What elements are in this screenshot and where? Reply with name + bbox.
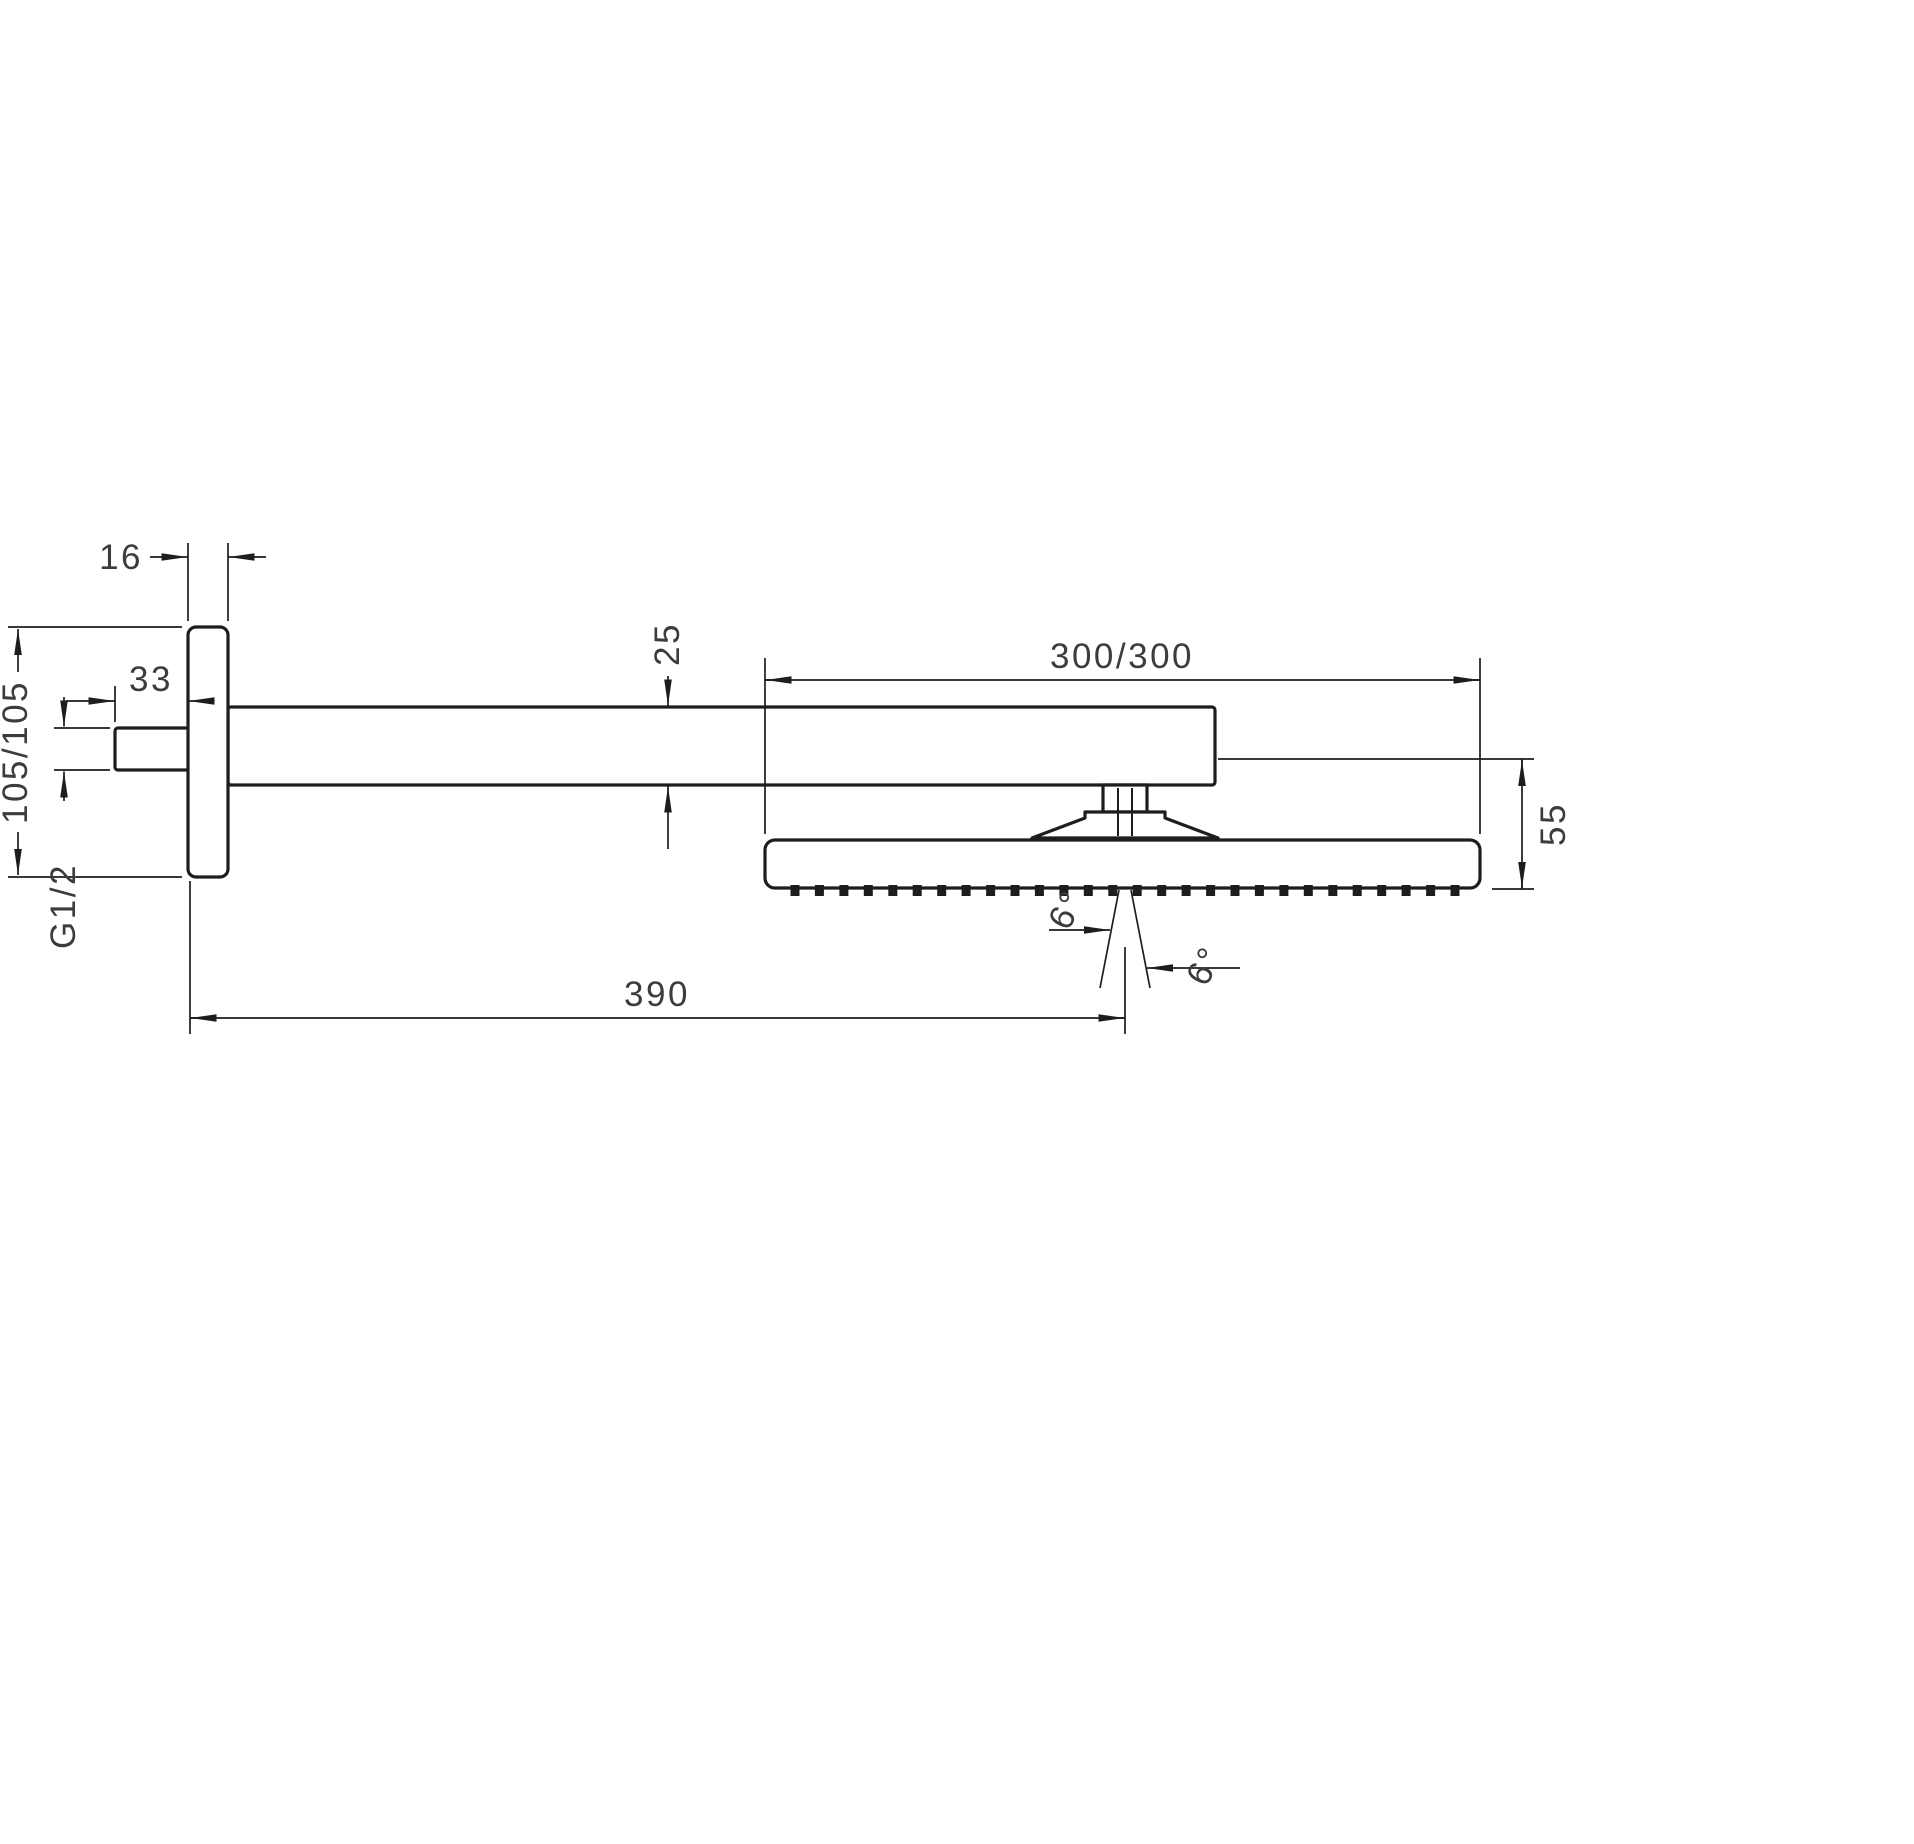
- nozzle-dot: [814, 885, 824, 896]
- nozzle-dot: [1034, 885, 1044, 896]
- ball-joint: [1030, 783, 1220, 840]
- dim-33-label: 33: [129, 660, 173, 699]
- nozzle-dot: [1108, 885, 1118, 896]
- dim-105-label: 105/105: [0, 680, 35, 824]
- dim-55: 55: [1218, 758, 1573, 890]
- nozzle-dot: [1230, 885, 1240, 896]
- nozzle-dot: [888, 885, 898, 896]
- dim-33: 33: [66, 660, 215, 722]
- dim-300: 300/300: [764, 637, 1481, 834]
- nozzle-dot: [1450, 885, 1460, 896]
- dim-390: 390: [189, 881, 1126, 1034]
- nozzle-dot: [1254, 885, 1264, 896]
- nozzle-dot: [790, 885, 800, 896]
- nozzle-dot: [986, 885, 996, 896]
- dim-105: 105/105: [0, 626, 182, 878]
- nozzle-dot: [1157, 885, 1167, 896]
- spray-line-left: [1099, 889, 1120, 989]
- nozzle-dot: [863, 885, 873, 896]
- ball-joint-nut: [1101, 783, 1149, 814]
- nozzle-dot: [1059, 885, 1069, 896]
- nozzle-dot: [1010, 885, 1020, 896]
- dim-55-label: 55: [1534, 802, 1573, 846]
- nozzle-dot: [839, 885, 849, 896]
- nozzle-dot: [1352, 885, 1362, 896]
- nozzle-dot: [1206, 885, 1216, 896]
- dim-g12-label: G1/2: [44, 863, 83, 949]
- nozzle-dot: [912, 885, 922, 896]
- dim-g12: G1/2: [44, 697, 110, 949]
- mounting-stub: [113, 726, 197, 772]
- dim-25: 25: [648, 622, 687, 849]
- nozzle-dot: [1279, 885, 1289, 896]
- shower-arm: [226, 705, 1217, 787]
- dim-16-label: 16: [99, 538, 143, 577]
- dim-angle-right: 6°: [1147, 939, 1240, 992]
- nozzle-dot: [1132, 885, 1142, 896]
- dim-300-label: 300/300: [1050, 637, 1194, 676]
- wall-plate: [186, 625, 230, 879]
- nozzle-dot: [1303, 885, 1313, 896]
- dim-390-label: 390: [624, 975, 690, 1014]
- nozzle-dot: [1401, 885, 1411, 896]
- spray-angle-right-label: 6°: [1179, 939, 1231, 991]
- dim-angle-left: 6°: [1041, 883, 1110, 936]
- dim-16: 16: [99, 538, 266, 621]
- nozzle-dot: [1377, 885, 1387, 896]
- dim-25-label: 25: [648, 622, 687, 666]
- nozzle-dot: [1328, 885, 1338, 896]
- joint-flange: [1030, 810, 1220, 840]
- nozzle-dot: [961, 885, 971, 896]
- nozzle-dot: [1083, 885, 1093, 896]
- shower-head: [763, 838, 1482, 890]
- nozzle-dot: [937, 885, 947, 896]
- nozzle-row: [790, 885, 1460, 896]
- nozzle-dot: [1426, 885, 1436, 896]
- spray-angle-lines: [1099, 889, 1151, 989]
- nozzle-dot: [1181, 885, 1191, 896]
- spray-line-right: [1130, 889, 1151, 989]
